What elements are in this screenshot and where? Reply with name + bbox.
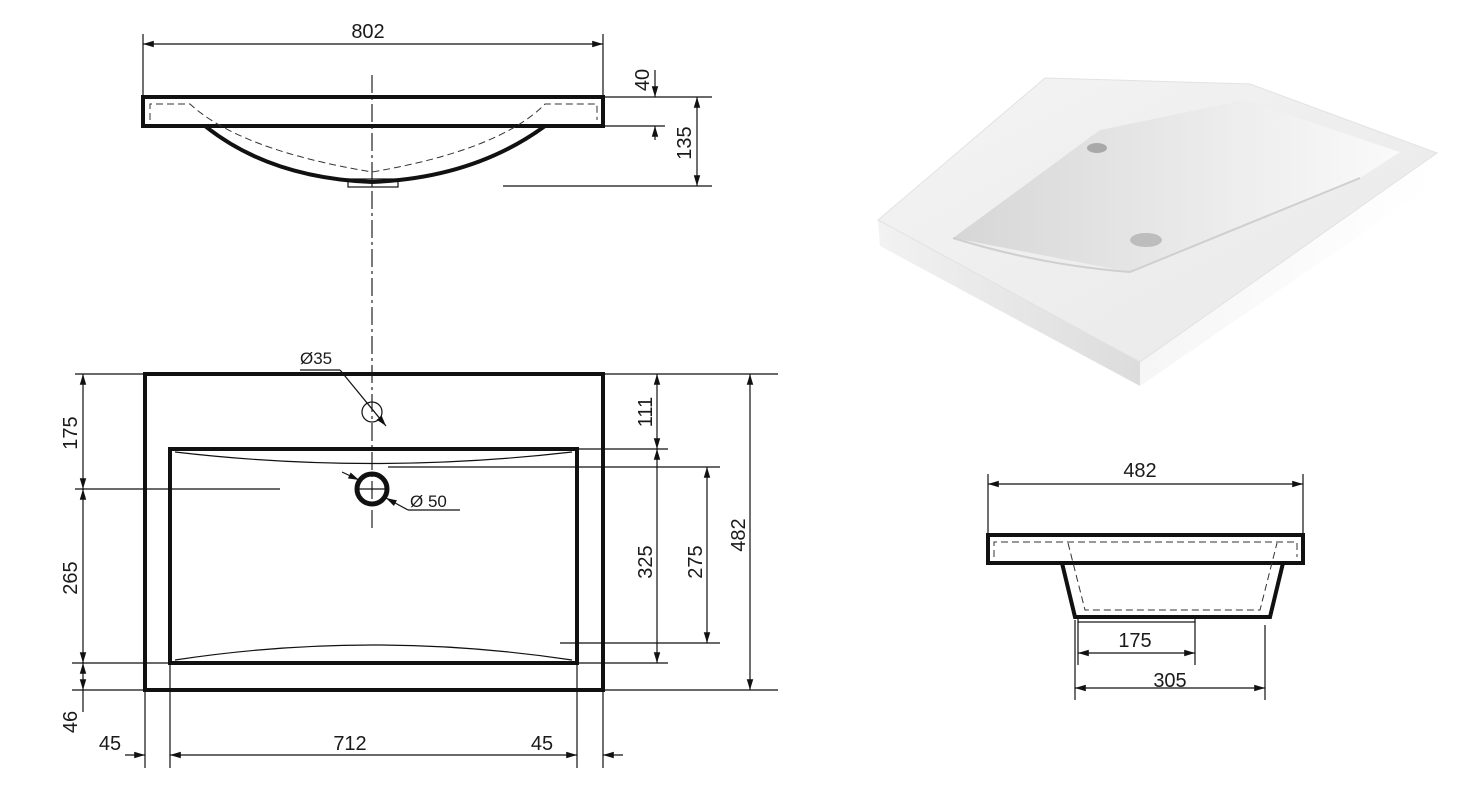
bowl-outline: [203, 124, 547, 185]
rim-outline: [141, 95, 605, 128]
depth-dimension: 135: [674, 126, 696, 159]
outer-outline: [143, 372, 605, 692]
dim-275: 275: [685, 545, 707, 578]
basin-3d-render: [877, 77, 1439, 386]
plan-view: Ø35 Ø 50 175 265 46 111 325 275 482: [60, 349, 778, 768]
bowl-outline: [168, 447, 579, 665]
side-drain-dimension: 175: [1118, 630, 1151, 652]
tap-hole-label: Ø35: [300, 349, 332, 368]
drain-outline: [347, 178, 399, 188]
rim-dimension: 40: [632, 69, 654, 91]
dim-46: 46: [60, 711, 82, 733]
dim-265: 265: [60, 561, 82, 594]
width-dimension: 802: [351, 21, 384, 43]
dim-111: 111: [635, 397, 657, 427]
dim-45-right: 45: [531, 733, 553, 755]
dim-482: 482: [728, 518, 750, 551]
top-elevation-view: 802 40 135: [141, 21, 712, 530]
side-width-dimension: 482: [1123, 460, 1156, 482]
dim-325: 325: [635, 545, 657, 578]
dim-712: 712: [333, 733, 366, 755]
dim-175: 175: [60, 416, 82, 449]
side-elevation-view: 482 175 305: [986, 460, 1305, 700]
drain-label: Ø 50: [410, 492, 447, 511]
dim-45-left: 45: [99, 733, 121, 755]
tap-hole: [361, 401, 383, 423]
side-bowl-dimension: 305: [1153, 670, 1186, 692]
